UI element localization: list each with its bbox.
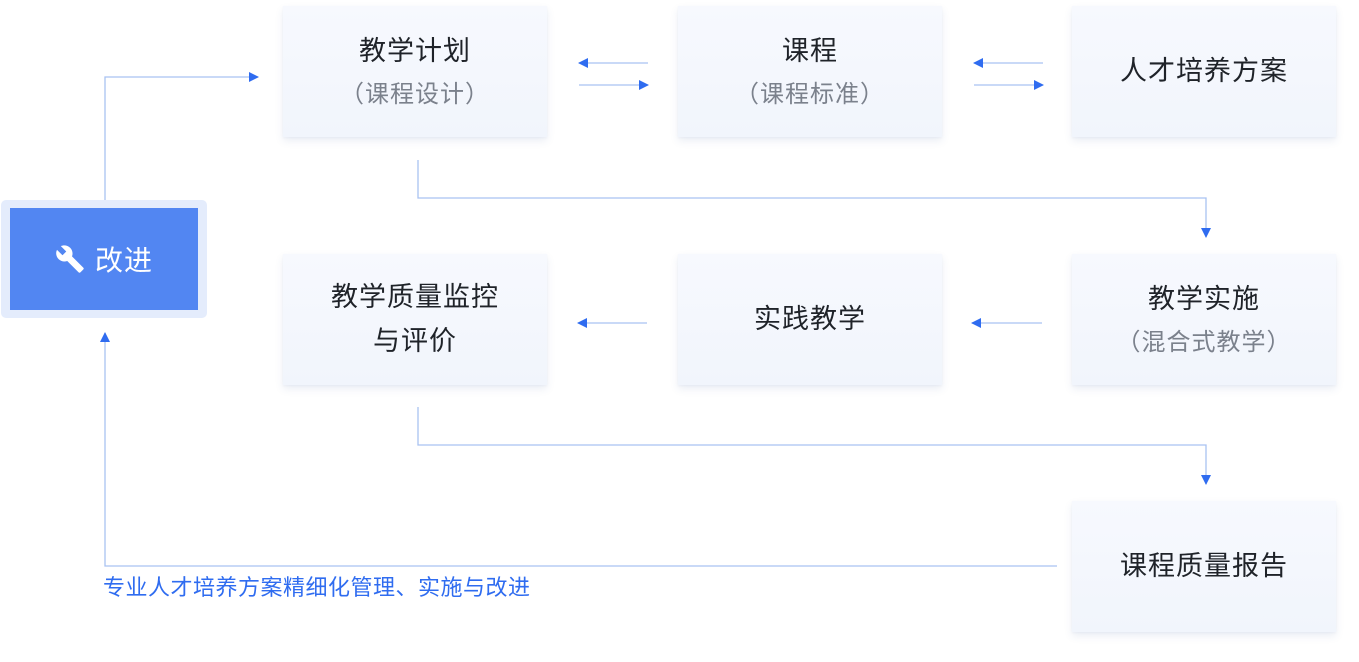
node-teaching-impl: 教学实施 （混合式教学）: [1072, 254, 1336, 385]
node-quality-report: 课程质量报告: [1072, 501, 1336, 632]
connector-plan-to-impl: [417, 160, 1211, 238]
node-subtitle: （混合式教学）: [1116, 327, 1292, 356]
node-title: 课程质量报告: [1120, 550, 1288, 582]
node-title: 实践教学: [754, 303, 866, 335]
improve-label: 改进: [94, 244, 153, 277]
node-title: 教学实施: [1148, 283, 1260, 315]
node-talent-plan: 人才培养方案: [1072, 6, 1336, 137]
node-practice: 实践教学: [678, 254, 942, 385]
flow-caption: 专业人才培养方案精细化管理、实施与改进: [103, 576, 531, 601]
node-subtitle: （课程标准）: [735, 79, 885, 108]
node-title: 人才培养方案: [1120, 55, 1288, 87]
node-title: 课程: [782, 35, 838, 67]
node-course: 课程 （课程标准）: [678, 6, 942, 137]
node-subtitle: （课程设计）: [340, 79, 490, 108]
node-quality-monitor: 教学质量监控 与评价: [283, 254, 547, 385]
improve-node: 改进: [1, 200, 207, 318]
connector-report-to-improve: [100, 332, 1057, 567]
node-title-line2: 与评价: [373, 325, 457, 357]
connector-monitor-to-report: [417, 407, 1211, 485]
node-teaching-plan: 教学计划 （课程设计）: [283, 6, 547, 137]
improve-box: 改进: [10, 208, 198, 310]
node-title: 教学计划: [359, 35, 471, 67]
connector-improve-to-plan: [104, 72, 259, 200]
node-title-line1: 教学质量监控: [331, 281, 499, 313]
wrench-icon: [56, 245, 84, 273]
